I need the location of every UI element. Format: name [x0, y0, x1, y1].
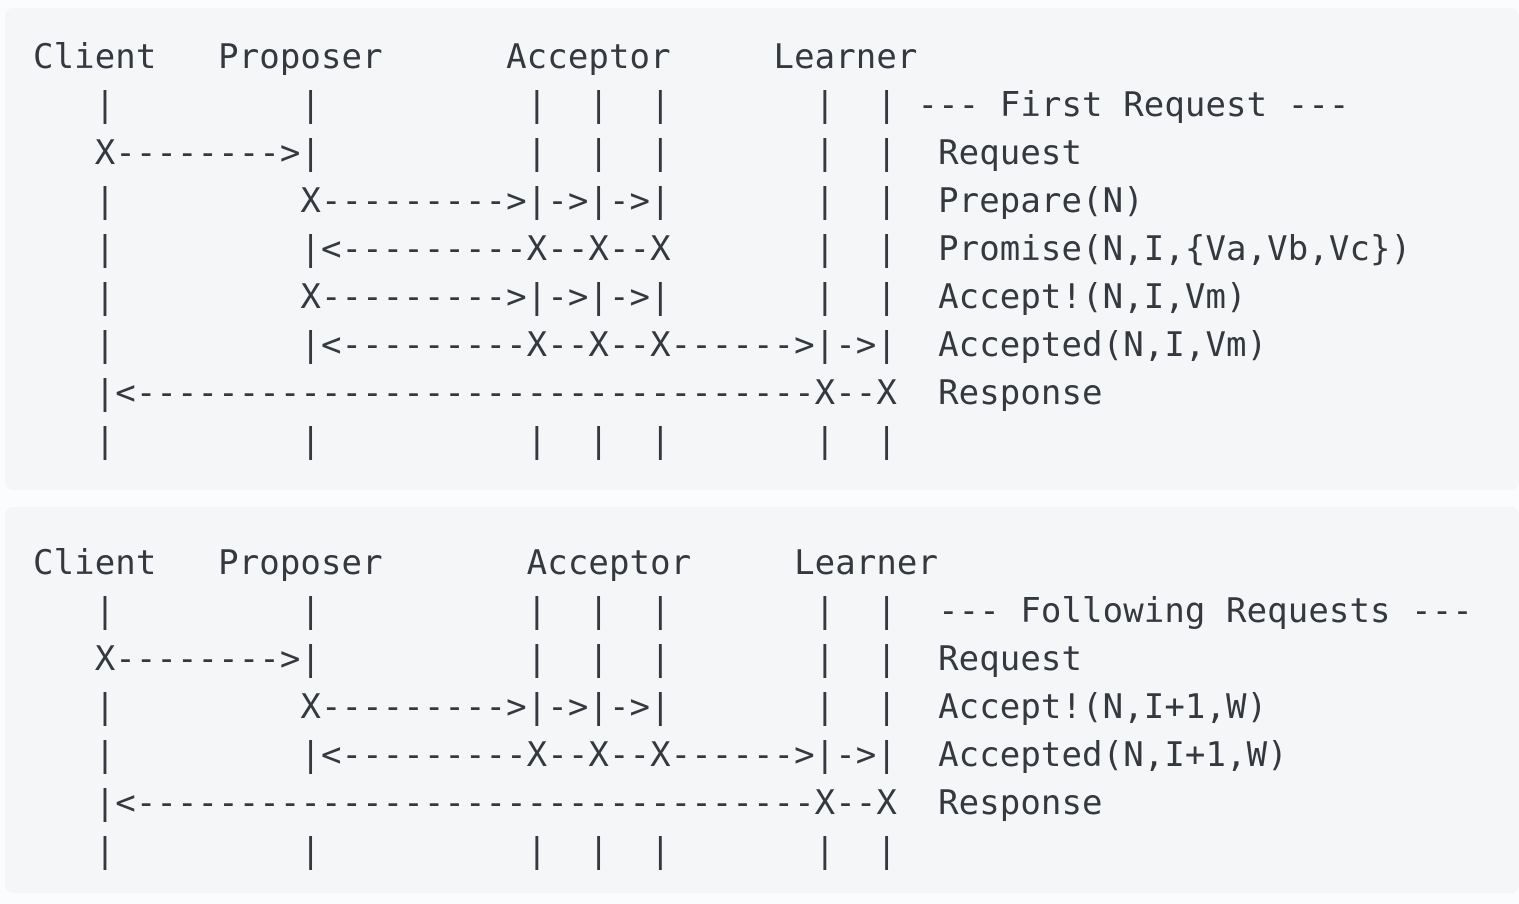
first-request-sequence-diagram: Client Proposer Acceptor Learner | | | |…: [5, 8, 1519, 490]
following-requests-sequence-diagram: Client Proposer Acceptor Learner | | | |…: [5, 507, 1519, 893]
